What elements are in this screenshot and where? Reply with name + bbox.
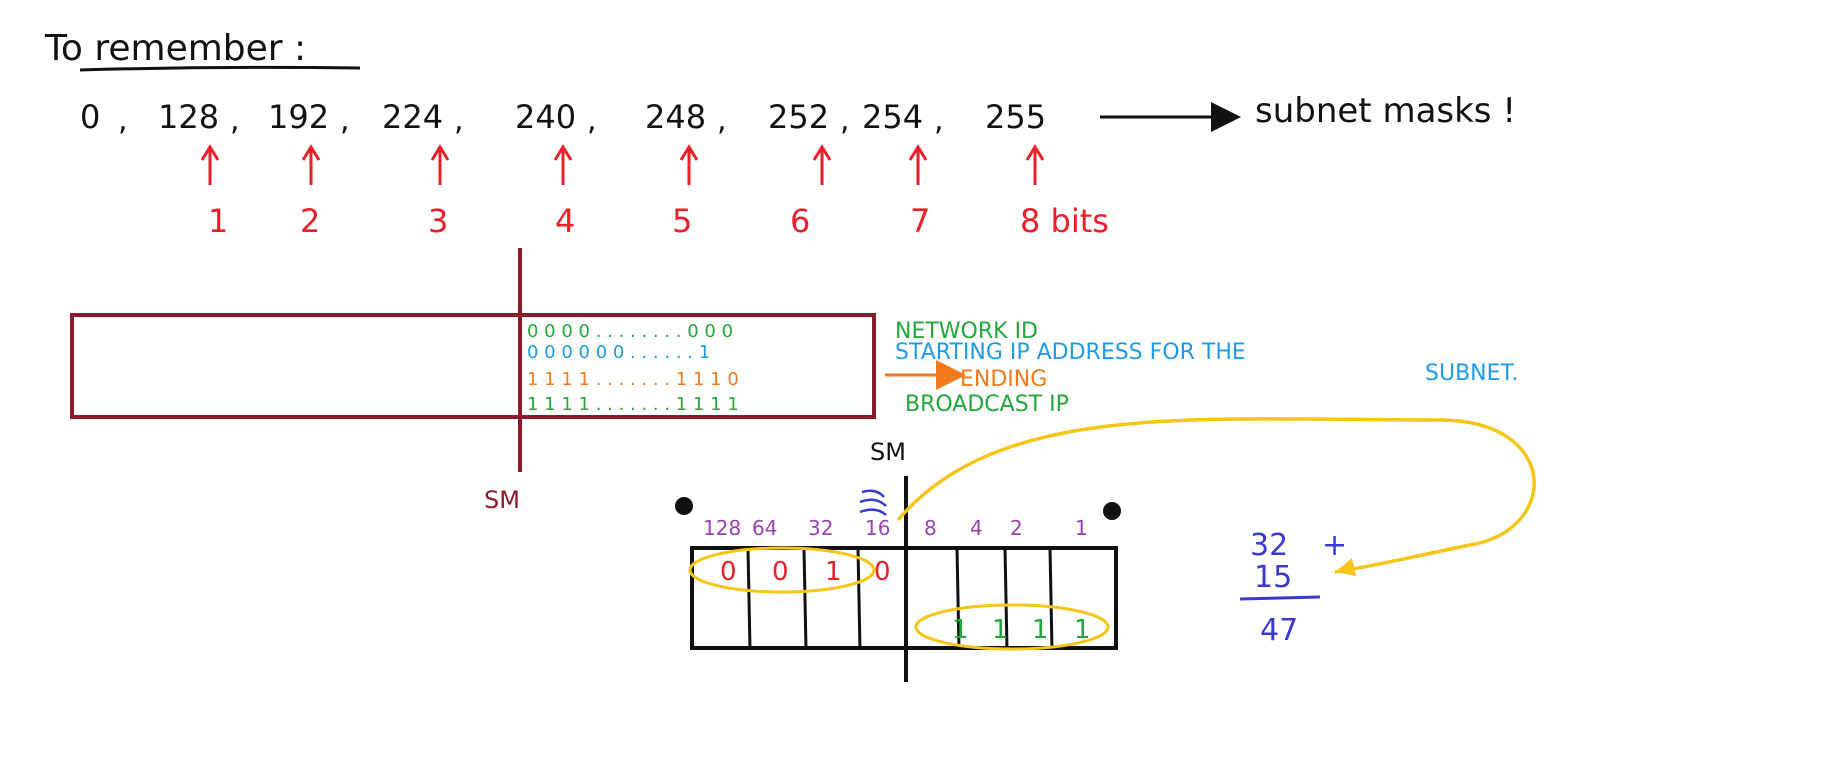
- ip-bit-row: 0 0 0 0 0 0 . . . . . . 1: [527, 342, 710, 363]
- mask-separator: ,: [454, 103, 464, 138]
- bit-count: 3: [428, 202, 448, 240]
- title-underline: [79, 65, 361, 72]
- mask-separator: ,: [340, 103, 350, 138]
- up-arrow: [430, 144, 450, 185]
- up-arrow: [1025, 144, 1045, 185]
- network-bit: 0: [720, 557, 737, 587]
- up-arrow: [908, 144, 928, 185]
- right-dot: [1103, 502, 1121, 520]
- curved-arrow: [896, 417, 1536, 574]
- network-bit: 0: [772, 557, 789, 587]
- ip-bit-row: 1 1 1 1 . . . . . . . 1 1 1 1: [527, 394, 739, 415]
- ip-row-label: ENDING: [960, 367, 1047, 392]
- ip-bit-row: 1 1 1 1 . . . . . . . 1 1 1 0: [527, 369, 739, 390]
- bit-weight: 8: [924, 516, 937, 540]
- sum-second: 15: [1254, 560, 1292, 595]
- sum-first: 32: [1250, 528, 1288, 563]
- octet-divider: [1048, 547, 1054, 651]
- mask-value: 192: [268, 98, 329, 136]
- mask-separator: ,: [840, 103, 850, 138]
- mask-separator: ,: [230, 103, 240, 138]
- bit-count: 8 bits: [1020, 202, 1109, 240]
- mask-value: 224: [382, 98, 443, 136]
- octet-divider: [856, 547, 862, 651]
- bit-weight: 4: [970, 516, 983, 540]
- bit-weight: 16: [865, 516, 890, 540]
- octet-divider: [955, 547, 961, 651]
- bit-count-arrows: [200, 144, 1045, 185]
- up-arrow: [679, 144, 699, 185]
- sum-result: 47: [1260, 613, 1298, 648]
- bit-weight: 64: [752, 516, 777, 540]
- octet-dividers: [746, 547, 1054, 651]
- mask-separator: ,: [934, 103, 944, 138]
- mask-separator: ,: [587, 103, 597, 138]
- up-arrow: [200, 144, 220, 185]
- bit-counts-row: 1 2 3 4 5 6 7 8 bits: [208, 202, 1109, 240]
- ip-row-label: BROADCAST IP: [905, 392, 1069, 417]
- network-bit: 1: [825, 557, 842, 587]
- ip-bit-row: 0 0 0 0 . . . . . . . . 0 0 0: [527, 321, 733, 342]
- sum-plus: +: [1322, 528, 1347, 563]
- left-dot: [675, 497, 693, 515]
- network-bit: 0: [874, 557, 891, 587]
- octet-weights-row: 128 64 32 16 8 4 2 1: [703, 516, 1088, 540]
- mask-separator: ,: [118, 103, 128, 138]
- octet-divider: [746, 547, 752, 651]
- ip-address-box: [70, 313, 876, 419]
- bit-weight: 128: [703, 516, 741, 540]
- bit-count: 5: [672, 202, 692, 240]
- mask-value: 254: [862, 98, 923, 136]
- mask-separator: ,: [717, 103, 727, 138]
- curved-arrow-head: [1335, 558, 1356, 576]
- mask-value: 0: [80, 98, 100, 136]
- mask-value: 248: [645, 98, 706, 136]
- bit-count: 6: [790, 202, 810, 240]
- network-bits-ellipse: [688, 546, 876, 594]
- host-bit: 1: [1074, 615, 1091, 645]
- bit-count: 4: [555, 202, 575, 240]
- ip-bit-rows: 0 0 0 0 . . . . . . . . 0 0 0 NETWORK ID 0…: [527, 319, 1518, 417]
- bit-count: 1: [208, 202, 228, 240]
- up-arrow: [812, 144, 832, 185]
- mask-value: 255: [985, 98, 1046, 136]
- ip-row-label-continued: SUBNET.: [1425, 361, 1518, 386]
- ip-box-split-label: SM: [484, 486, 520, 514]
- host-bit: 1: [1032, 615, 1049, 645]
- host-bit: 1: [992, 615, 1009, 645]
- bit-weight: 32: [808, 516, 833, 540]
- title: To remember :: [44, 28, 306, 69]
- bit-weight: 2: [1010, 516, 1023, 540]
- mask-values-row: 0, 128, 192, 224, 240, 248, 252, 254, 255: [80, 98, 1046, 138]
- ip-row-label: NETWORK ID: [895, 319, 1038, 344]
- highlight-mark: [859, 489, 887, 516]
- up-arrow: [301, 144, 321, 185]
- host-bit: 1: [952, 615, 969, 645]
- mask-value: 128: [158, 98, 219, 136]
- sum-line: [1239, 595, 1321, 601]
- octet-divider: [1003, 547, 1009, 651]
- bit-count: 7: [910, 202, 930, 240]
- up-arrow: [553, 144, 573, 185]
- ip-row-label: STARTING IP ADDRESS FOR THE: [895, 340, 1246, 365]
- masks-arrow-label: subnet masks !: [1255, 91, 1516, 131]
- octet-split-label: SM: [870, 438, 906, 466]
- mask-value: 240: [515, 98, 576, 136]
- bit-count: 2: [300, 202, 320, 240]
- octet-divider: [802, 547, 808, 651]
- mask-value: 252: [768, 98, 829, 136]
- bit-weight: 1: [1075, 516, 1088, 540]
- host-bits-ellipse: [914, 603, 1110, 651]
